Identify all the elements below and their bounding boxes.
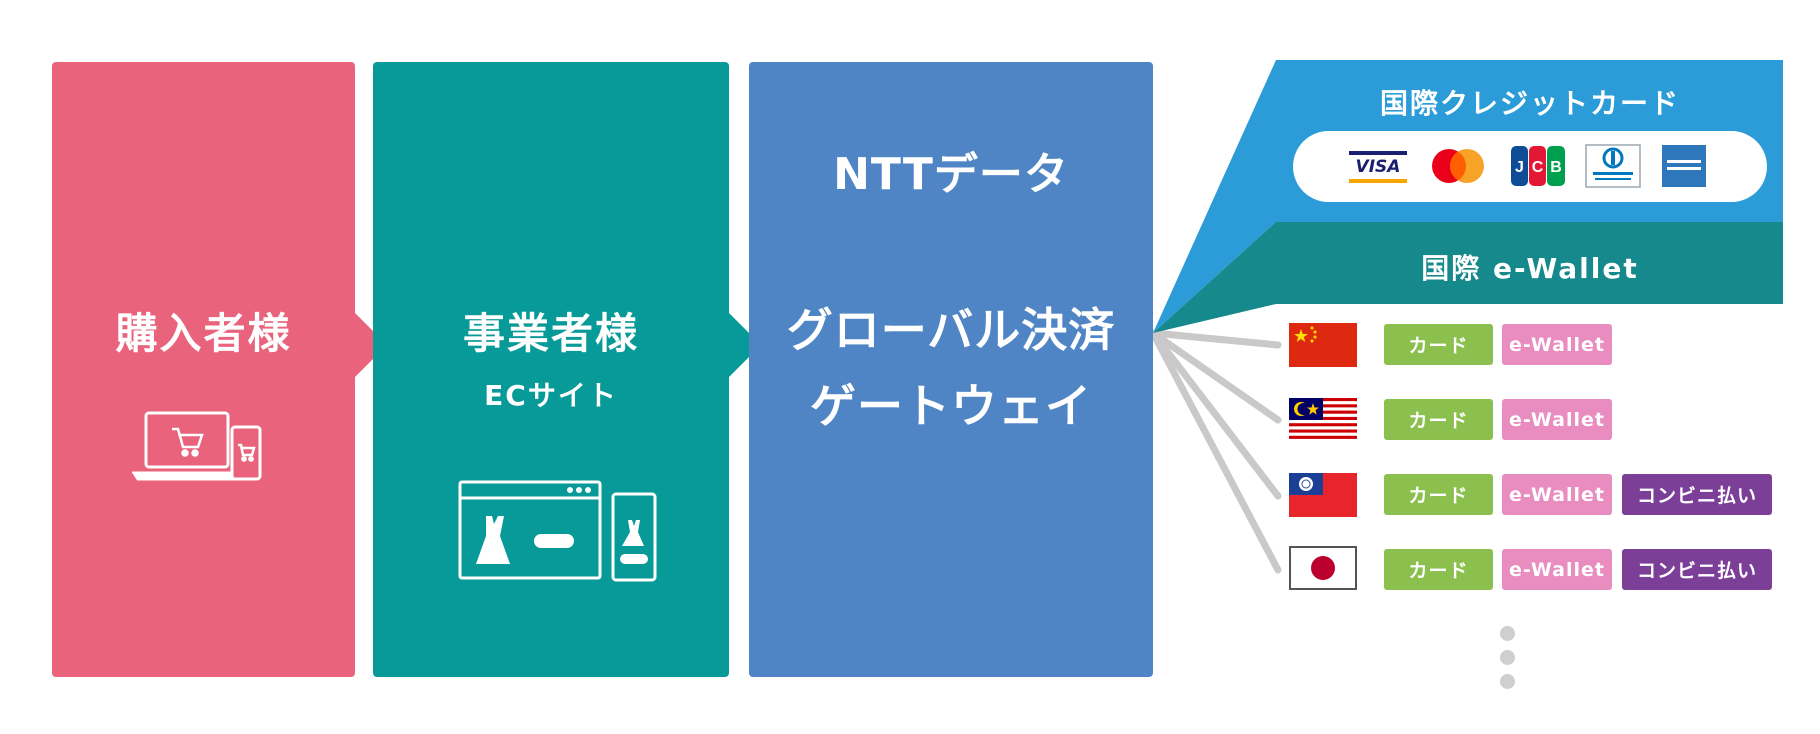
method-tag-card: カード [1384,324,1493,365]
ec-site-dress-icon [458,480,657,582]
svg-text:C: C [1532,159,1544,176]
american-express-logo-icon [1662,145,1706,187]
method-tag-convenience-store: コンビニ払い [1622,549,1772,590]
method-tag-ewallet: e-Wallet [1502,549,1612,590]
method-tag-ewallet: e-Wallet [1502,324,1612,365]
malaysia-flag-icon [1289,398,1357,442]
gateway-panel: NTTデータ グローバル決済 ゲートウェイ [749,62,1153,677]
card-brand-strip: VISA J C B [1293,131,1767,202]
diners-club-logo-icon [1585,144,1641,188]
mastercard-logo-icon [1432,149,1484,183]
visa-logo-icon: VISA [1349,151,1407,183]
method-tag-convenience-store: コンビニ払い [1622,474,1772,515]
merchant-panel: 事業者様 ECサイト [373,62,729,677]
taiwan-flag-icon [1289,473,1357,517]
method-tag-card: カード [1384,399,1493,440]
gateway-title-line1: グローバル決済 [786,303,1116,357]
laptop-phone-cart-icon [132,411,262,481]
merchant-title: 事業者様 [462,309,639,358]
japan-flag-icon [1289,546,1357,590]
china-flag-icon [1289,323,1357,367]
credit-card-title: 国際クレジットカード [1379,87,1680,120]
method-tag-card: カード [1384,474,1493,515]
ewallet-title: 国際 e-Wallet [1421,252,1639,285]
gateway-title-line2: ゲートウェイ [810,379,1092,433]
svg-text:J: J [1515,159,1524,176]
buyer-title: 購入者様 [115,309,292,358]
svg-text:B: B [1550,159,1562,176]
buyer-panel: 購入者様 [52,62,355,677]
method-tag-ewallet: e-Wallet [1502,474,1612,515]
merchant-subtitle: ECサイト [484,379,618,412]
gateway-brand: NTTデータ [833,149,1069,200]
jcb-logo-icon: J C B [1511,146,1565,186]
method-tag-card: カード [1384,549,1493,590]
ewallet-band [1153,222,1783,333]
method-tag-ewallet: e-Wallet [1502,399,1612,440]
